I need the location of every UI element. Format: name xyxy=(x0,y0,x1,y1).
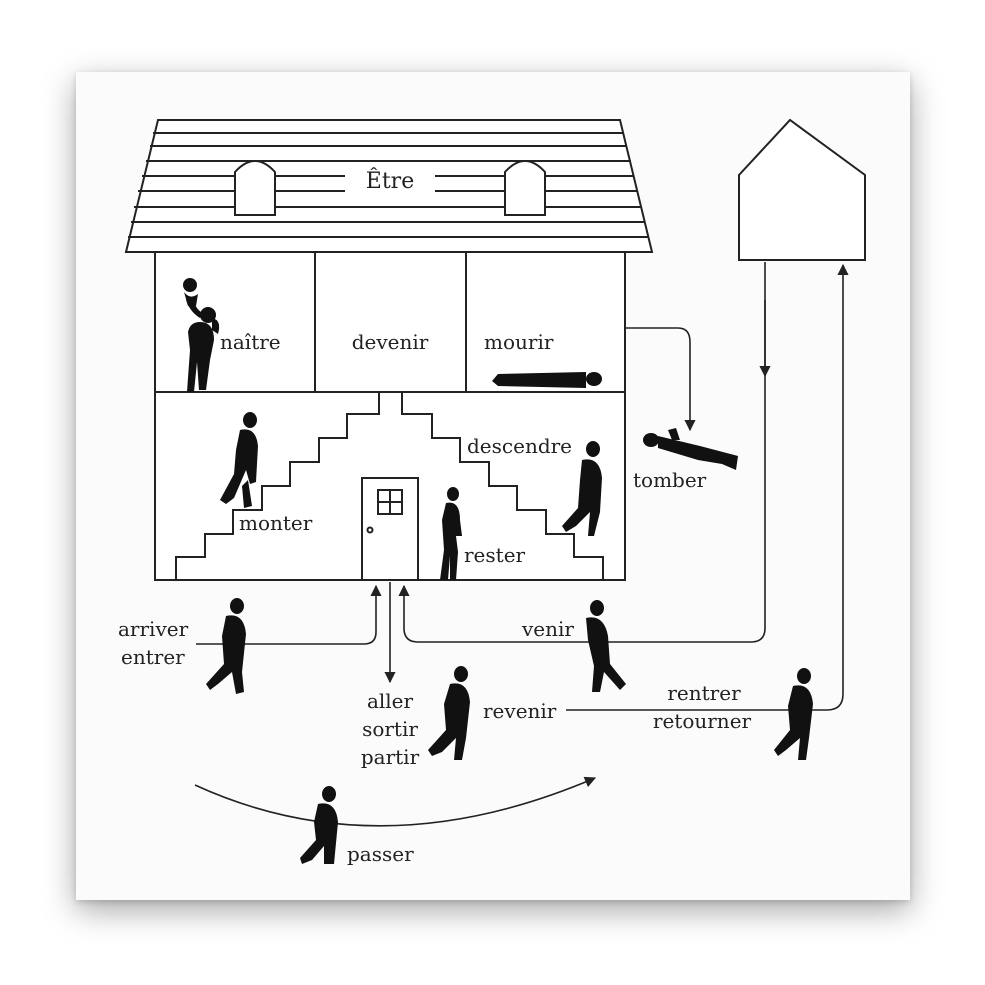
label-devenir: devenir xyxy=(352,330,429,354)
walking-man-venir-figure xyxy=(586,600,626,692)
label-naitre: naître xyxy=(220,330,281,354)
arrow-passer xyxy=(194,776,597,827)
lying-man-figure xyxy=(492,372,602,388)
label-arriver: arriver xyxy=(118,617,189,641)
label-tomber: tomber xyxy=(633,468,707,492)
arrow-tomber xyxy=(626,327,696,432)
silhouettes xyxy=(183,278,813,864)
house-title-background xyxy=(345,166,435,194)
walking-man-passer-figure xyxy=(300,786,338,864)
arrow-rentrer xyxy=(566,263,849,711)
falling-man-figure xyxy=(643,428,738,470)
walking-man-rentrer-figure xyxy=(774,668,813,760)
label-aller: aller xyxy=(367,689,414,713)
house-title: Être xyxy=(366,167,414,194)
arrows xyxy=(194,262,849,827)
staircase xyxy=(175,392,604,580)
label-sortir: sortir xyxy=(362,717,418,741)
label-retourner: retourner xyxy=(653,709,752,733)
label-rester: rester xyxy=(464,543,526,567)
woman-with-baby-figure xyxy=(183,278,220,392)
standing-man-figure xyxy=(440,487,462,580)
arrow-venir xyxy=(398,262,766,643)
small-house xyxy=(738,118,866,261)
label-venir: venir xyxy=(521,617,574,641)
label-partir: partir xyxy=(361,745,420,769)
label-passer: passer xyxy=(347,842,414,866)
label-entrer: entrer xyxy=(121,645,185,669)
arrow-entrer xyxy=(196,584,382,645)
labels: naître devenir mourir descendre monter r… xyxy=(118,330,752,866)
label-revenir: revenir xyxy=(483,699,557,723)
label-mourir: mourir xyxy=(484,330,554,354)
climbing-man-figure xyxy=(220,412,258,508)
walking-man-revenir-figure xyxy=(428,666,470,760)
label-descendre: descendre xyxy=(467,434,572,458)
descending-man-figure xyxy=(562,441,602,536)
front-door xyxy=(361,477,419,581)
label-monter: monter xyxy=(239,511,313,535)
walking-man-arriver-figure xyxy=(206,598,246,694)
roof-window-right xyxy=(504,160,546,216)
label-rentrer: rentrer xyxy=(667,681,741,705)
roof-window-left xyxy=(234,160,276,216)
